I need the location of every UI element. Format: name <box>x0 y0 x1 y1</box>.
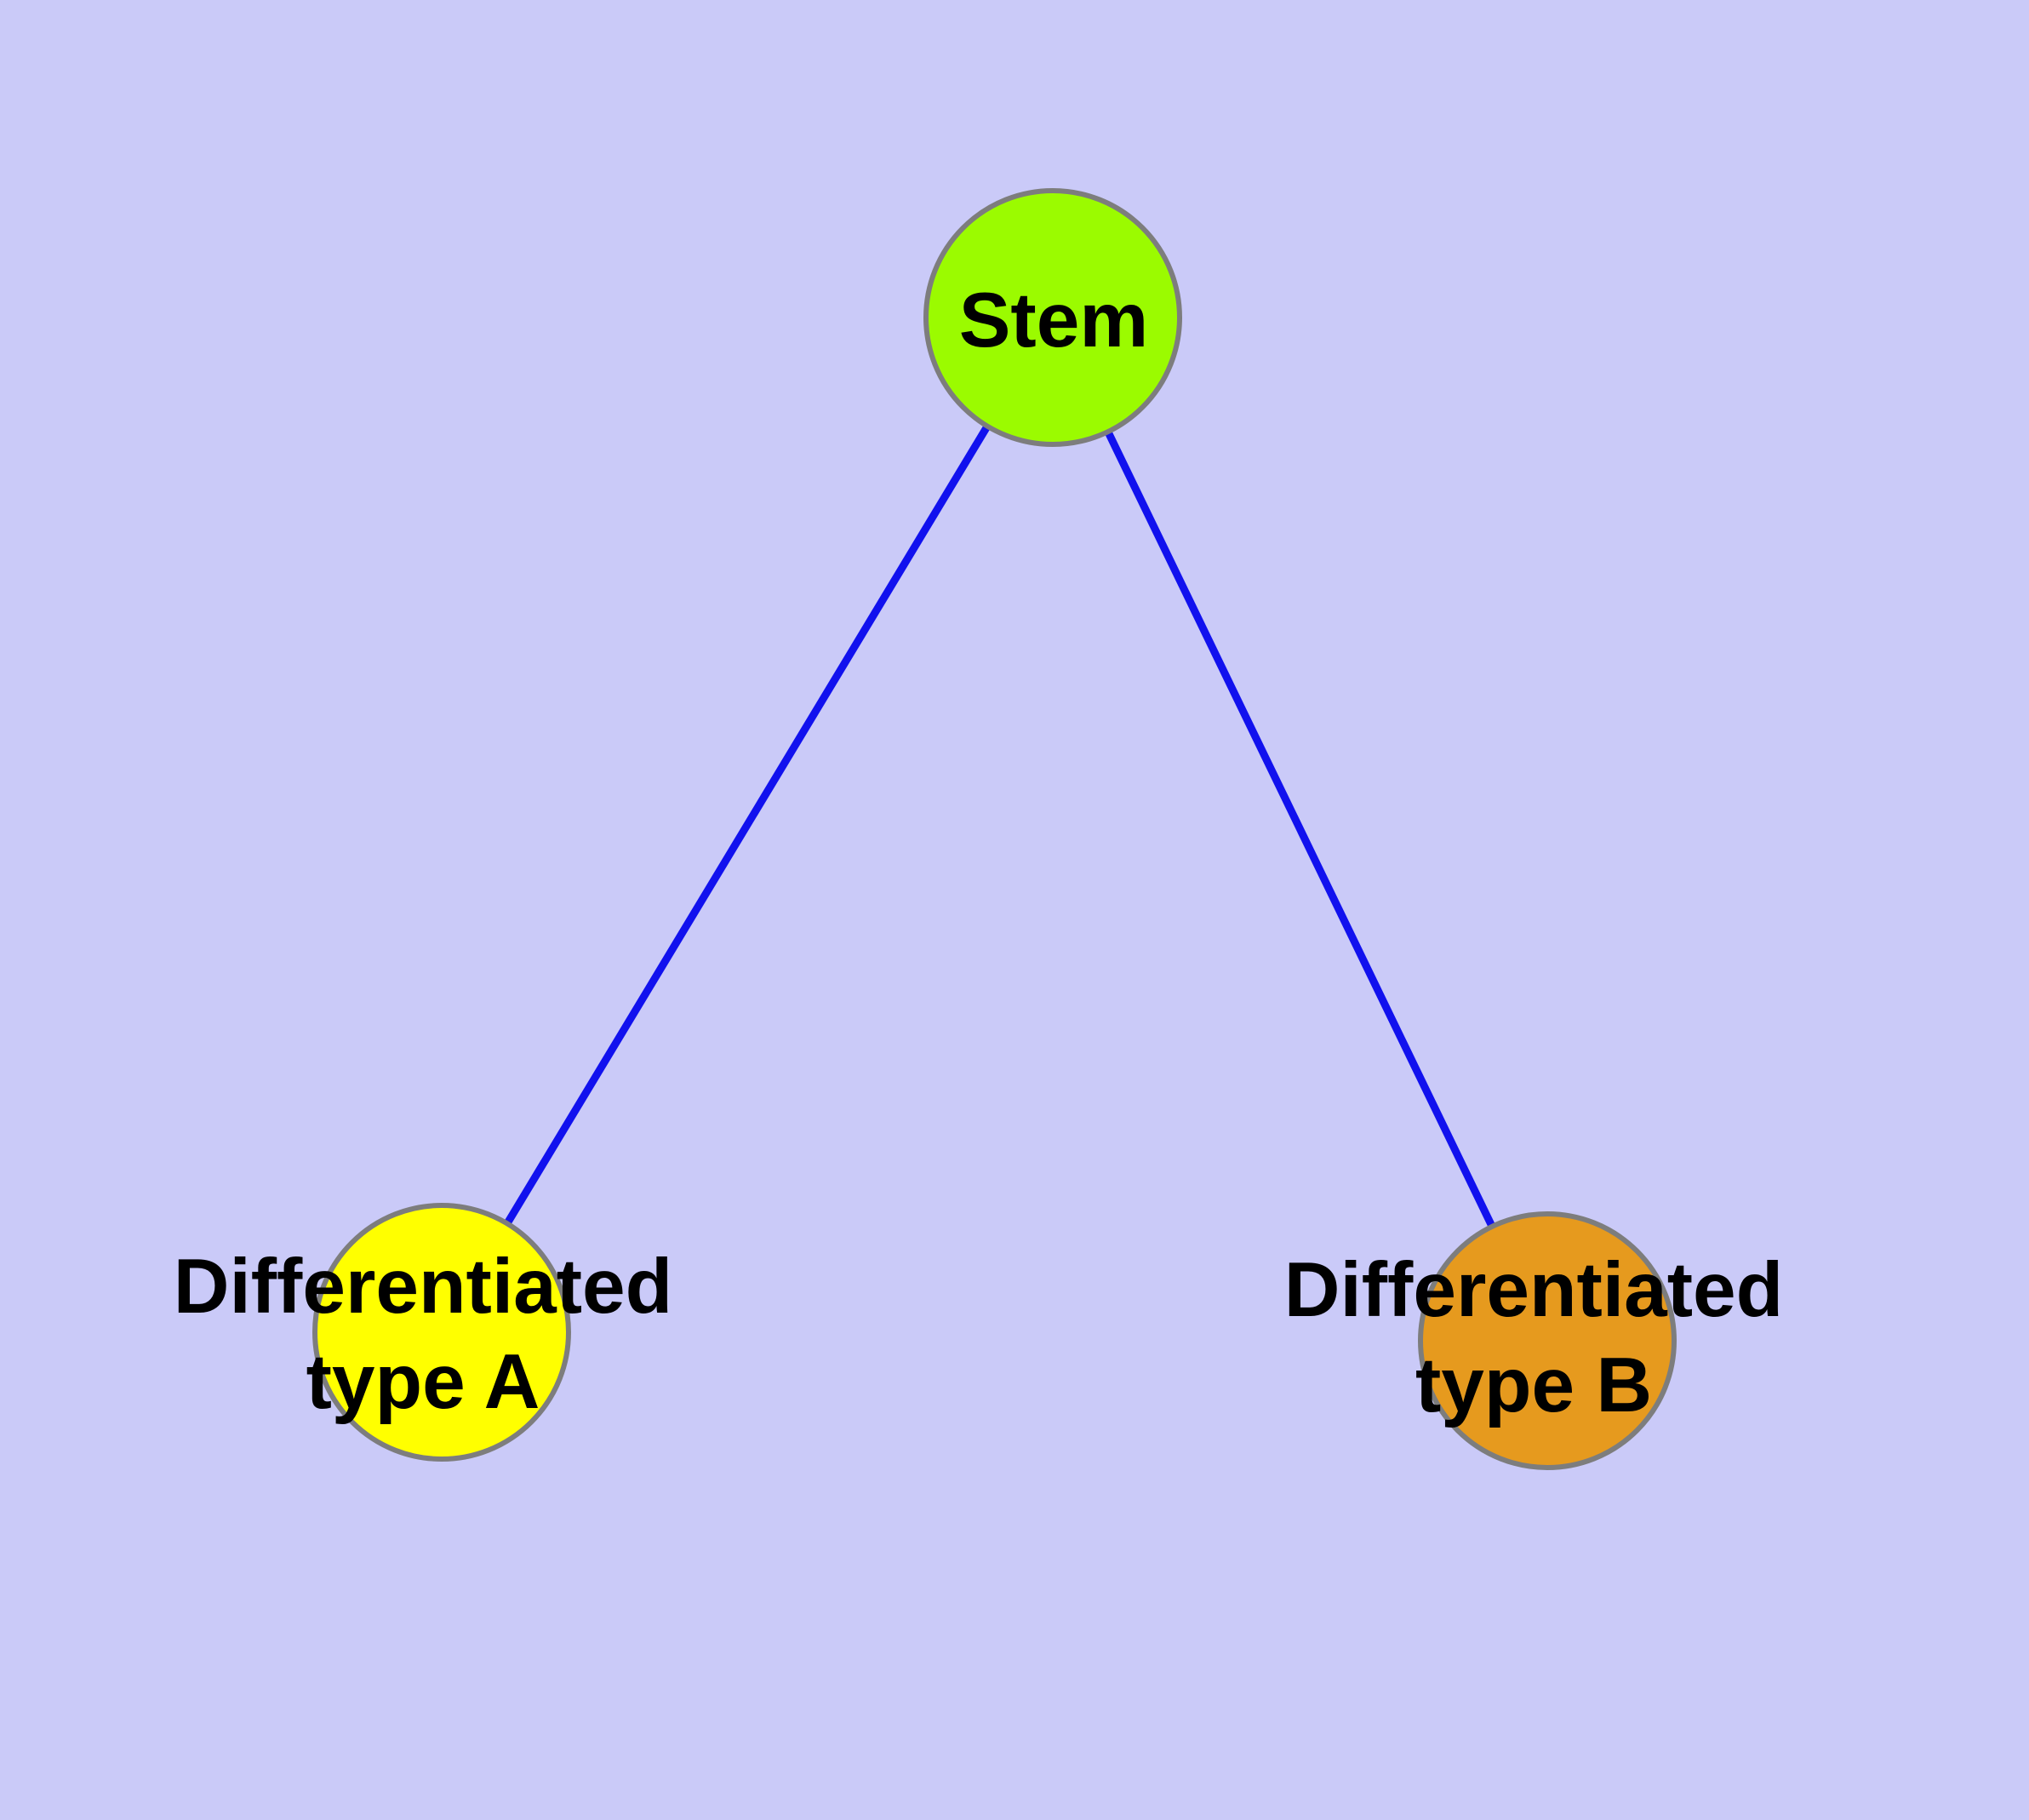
node-type-b-label: Differentiated type B <box>1284 1243 1784 1434</box>
node-type-b-circle <box>1418 1211 1677 1470</box>
node-stem-circle <box>923 188 1182 447</box>
edge-stem-to-type-b <box>1049 316 1552 1342</box>
node-type-a-label: Differentiated type A <box>174 1239 673 1430</box>
node-stem-label-text: Stem <box>958 278 1149 363</box>
node-type-a-label-line2: type A <box>306 1339 540 1425</box>
node-type-a-circle <box>312 1203 571 1462</box>
node-type-b-label-line2: type B <box>1415 1342 1653 1428</box>
edge-stem-to-type-a <box>438 315 1056 1335</box>
node-stem-label: Stem <box>959 273 1149 369</box>
node-type-a-label-line1: Differentiated <box>173 1244 673 1330</box>
node-type-b-label-line1: Differentiated <box>1283 1247 1784 1333</box>
